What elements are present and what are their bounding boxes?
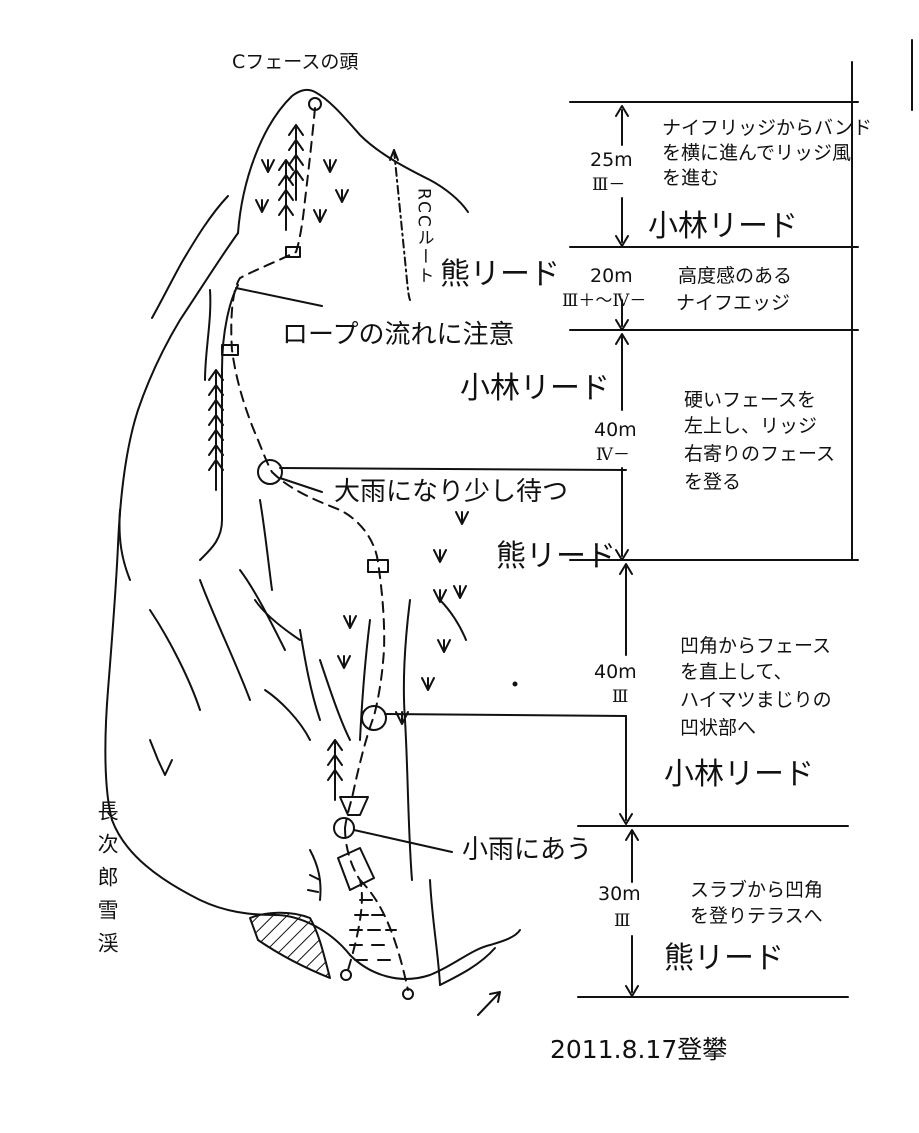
pitch-2-length: 20m — [590, 265, 633, 287]
pitch-2-grade: Ⅲ＋～Ⅳ－ — [562, 291, 647, 311]
summit-label: Cフェースの頭 — [232, 51, 359, 73]
belay-2 — [221, 344, 239, 356]
belay-3 — [257, 459, 283, 485]
face-outline-left — [237, 88, 469, 234]
face-left-inner — [151, 195, 229, 319]
pitch-4-leader: 熊リード — [496, 539, 616, 574]
pitch-1-leader: 小林リード — [648, 209, 798, 244]
pitch-5-grade: Ⅲ — [614, 911, 631, 931]
pitch-5-note-1: スラブから凹角 — [690, 879, 824, 901]
pitch-4-grade: Ⅲ — [612, 687, 629, 707]
rcc-route — [393, 149, 411, 301]
pitch-4-note-1: 凹角からフェース — [680, 635, 832, 657]
pitch-4-note-4: 凹状部へ — [680, 717, 757, 739]
belay-1 — [285, 246, 301, 258]
belay-6 — [333, 817, 355, 839]
pitch-1-note-3: を進む — [662, 167, 720, 189]
date-label: 2011.8.17登攀 — [550, 1035, 728, 1064]
pitch-2-grade-note: ナイフエッジ — [676, 292, 791, 314]
face-right-lower — [349, 929, 521, 980]
valley-label: 長次郎雪渓 — [95, 800, 120, 965]
pitch-1-note-1: ナイフリッジからバンド — [662, 117, 872, 139]
callout-heavy-rain: 大雨になり少し待つ — [334, 477, 569, 507]
start-station-b — [402, 988, 414, 1000]
pitch-5-length: 30m — [598, 883, 641, 905]
pitch-1-note-2: を横に進んでリッジ風 — [662, 142, 852, 164]
pitch-4-note-3: ハイマツまじりの — [680, 689, 832, 711]
pitch-3-note-3: 右寄りのフェース — [684, 443, 836, 465]
pitch-1-length: 25m — [590, 149, 633, 171]
pitch-3-note-1: 硬いフェースを — [684, 389, 817, 411]
pitch-4-length: 40m — [594, 661, 637, 683]
pitch-3-leader: 小林リード — [460, 371, 610, 406]
snow-patch — [249, 911, 331, 979]
start-station-a — [340, 969, 352, 981]
belay-4 — [367, 559, 389, 573]
pitch-1-grade: Ⅲ－ — [592, 175, 626, 195]
climbing-route — [230, 107, 386, 829]
pitch-3-note-2: 左上し、リッジ — [684, 415, 818, 437]
pitch-2-leader: 熊リード — [440, 257, 560, 292]
pitch-5-note-2: を登りテラスへ — [690, 905, 823, 927]
pitch-3-length: 40m — [594, 419, 637, 441]
callout-light-rain: 小雨にあう — [462, 835, 593, 865]
pitch-2-note: 高度感のある — [678, 265, 793, 287]
face-left-ridge — [104, 232, 351, 956]
pitch-3-grade: Ⅳ－ — [596, 445, 630, 465]
couloir-line — [439, 947, 496, 986]
rcc-route-label: RCCルート — [413, 188, 434, 286]
belay-5 — [361, 705, 387, 731]
pitch-4-note-2: を直上して、 — [680, 661, 793, 683]
pitch-3-note-4: を登る — [684, 471, 742, 493]
pitch-6-leader: 熊リード — [664, 941, 784, 976]
summit-station — [308, 97, 322, 111]
pitch-5-leader: 小林リード — [664, 757, 814, 792]
callout-rope-drag: ロープの流れに注意 — [282, 320, 515, 350]
